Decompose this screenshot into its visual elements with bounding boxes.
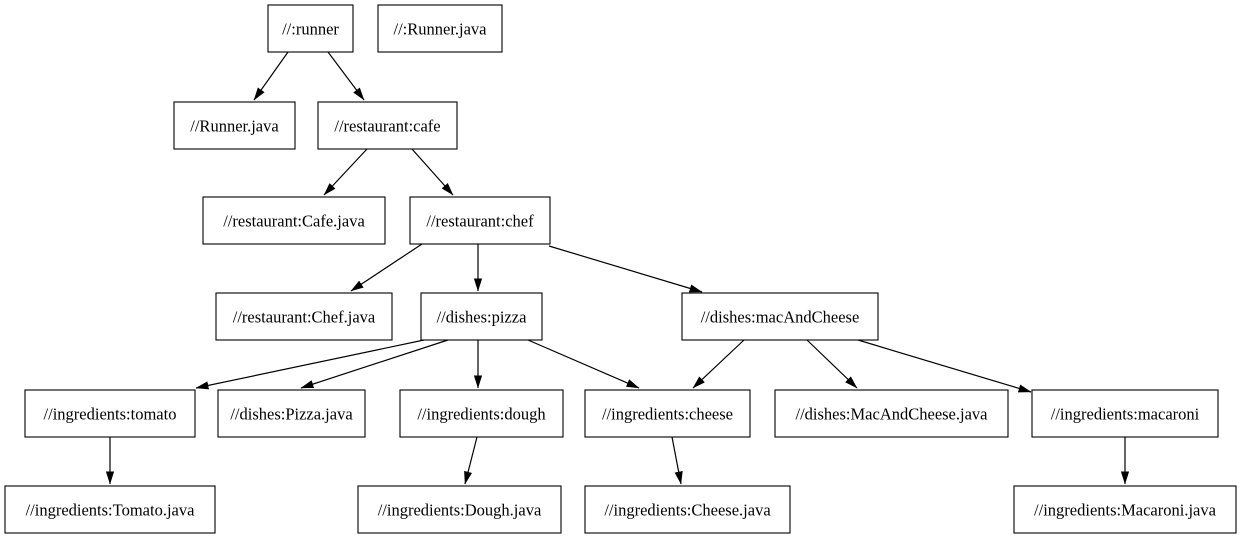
node-cheese-java-box <box>584 485 791 534</box>
node-dough-label: //ingredients:dough <box>417 405 546 424</box>
node-cafe-java-box <box>202 196 386 245</box>
edge-pizza-to-tomato <box>195 339 425 390</box>
edge-runner-to-runner-java <box>253 51 289 101</box>
node-macaroni-java-box <box>1013 485 1237 534</box>
edge-mac-and-cheese-to-mac-and-cheese-java <box>806 339 858 389</box>
node-dough-java-box <box>357 485 562 534</box>
node-cheese-java-label: //ingredients:Cheese.java <box>604 501 771 520</box>
edge-chef-to-mac-and-cheese <box>548 245 703 293</box>
edge-cafe-to-chef <box>411 148 454 196</box>
node-cheese: //ingredients:cheese <box>584 389 751 438</box>
node-dough-java-label: //ingredients:Dough.java <box>378 501 542 520</box>
edge-mac-and-cheese-to-macaroni <box>857 339 1032 393</box>
node-runner-java: //Runner.java <box>173 101 296 150</box>
node-mac-and-cheese-label: //dishes:macAndCheese <box>701 308 860 327</box>
node-mac-and-cheese-java: //dishes:MacAndCheese.java <box>774 389 1009 438</box>
node-runner-java-box <box>173 101 296 150</box>
node-pizza-label: //dishes:pizza <box>437 308 527 327</box>
edge-mac-and-cheese-to-cheese <box>692 339 745 389</box>
node-chef-java: //restaurant:Chef.java <box>215 292 393 341</box>
node-runner-label: //:runner <box>282 20 339 39</box>
node-cheese-label: //ingredients:cheese <box>602 405 733 424</box>
node-mac-and-cheese-box <box>681 292 879 341</box>
node-cafe-label: //restaurant:cafe <box>334 117 440 136</box>
node-runner-box <box>267 4 354 53</box>
node-cheese-java: //ingredients:Cheese.java <box>584 485 791 534</box>
edge-cafe-to-cafe-java <box>323 148 368 196</box>
edge-cheese-to-cheese-java <box>671 436 683 485</box>
node-macaroni-java: //ingredients:Macaroni.java <box>1013 485 1237 534</box>
node-runner: //:runner <box>267 4 354 53</box>
edge-dough-to-dough-java <box>464 436 478 485</box>
node-mac-and-cheese-java-label: //dishes:MacAndCheese.java <box>796 405 989 424</box>
edge-chef-to-chef-java <box>350 243 423 292</box>
node-cafe-java-label: //restaurant:Cafe.java <box>223 212 365 231</box>
node-macaroni: //ingredients:macaroni <box>1031 389 1219 438</box>
node-pizza-java-label: //dishes:Pizza.java <box>230 405 353 424</box>
node-macaroni-java-label: //ingredients:Macaroni.java <box>1034 501 1217 520</box>
node-tomato: //ingredients:tomato <box>24 389 196 438</box>
node-cafe: //restaurant:cafe <box>317 101 458 150</box>
node-chef-box <box>409 196 551 245</box>
node-tomato-java-box <box>4 485 216 534</box>
edge-layer <box>105 51 1130 485</box>
node-cafe-java: //restaurant:Cafe.java <box>202 196 386 245</box>
node-tomato-box <box>24 389 196 438</box>
node-mac-and-cheese-java-box <box>774 389 1009 438</box>
edge-runner-to-cafe <box>327 51 365 101</box>
node-pizza: //dishes:pizza <box>420 292 543 341</box>
node-chef-label: //restaurant:chef <box>426 212 534 231</box>
node-dough-box <box>399 389 564 438</box>
node-chef-java-label: //restaurant:Chef.java <box>233 308 376 327</box>
node-runner-java-label: //Runner.java <box>190 117 279 136</box>
node-pizza-java: //dishes:Pizza.java <box>217 389 366 438</box>
node-cafe-box <box>317 101 458 150</box>
node-tomato-java-label: //ingredients:Tomato.java <box>26 501 196 520</box>
node-mac-and-cheese: //dishes:macAndCheese <box>681 292 879 341</box>
node-macaroni-box <box>1031 389 1219 438</box>
node-dough-java: //ingredients:Dough.java <box>357 485 562 534</box>
node-pizza-java-box <box>217 389 366 438</box>
node-tomato-java: //ingredients:Tomato.java <box>4 485 216 534</box>
node-runner-java-lone-box <box>377 4 503 53</box>
node-runner-java-lone-label: //:Runner.java <box>393 20 487 39</box>
node-chef: //restaurant:chef <box>409 196 551 245</box>
node-runner-java-lone: //:Runner.java <box>377 4 503 53</box>
node-macaroni-label: //ingredients:macaroni <box>1051 405 1200 424</box>
node-chef-java-box <box>215 292 393 341</box>
edge-pizza-to-pizza-java <box>300 339 449 389</box>
node-layer: //:runner //:Runner.java //Runner.java /… <box>4 4 1237 534</box>
edge-pizza-to-cheese <box>527 339 640 389</box>
node-pizza-box <box>420 292 543 341</box>
node-dough: //ingredients:dough <box>399 389 564 438</box>
node-tomato-label: //ingredients:tomato <box>44 405 177 424</box>
node-cheese-box <box>584 389 751 438</box>
